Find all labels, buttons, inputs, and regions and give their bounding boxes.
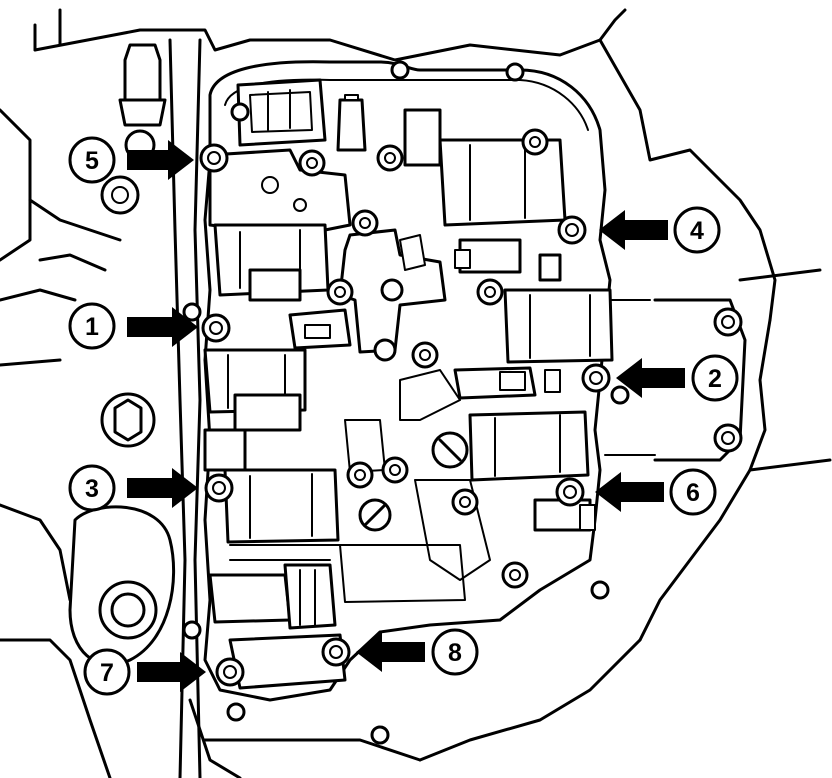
arrow-3	[127, 468, 198, 508]
callout-1-label: 1	[85, 313, 99, 341]
arrow-2	[616, 358, 685, 398]
bolt	[411, 341, 439, 369]
callout-2: 2	[616, 354, 739, 402]
arrow-8	[356, 632, 425, 672]
bolt	[476, 278, 504, 306]
callout-2-label: 2	[708, 365, 722, 393]
arrow-5	[127, 140, 194, 180]
bolt-8	[321, 637, 351, 667]
bolt	[521, 128, 549, 156]
callout-3-label: 3	[85, 475, 99, 503]
arrow-6	[595, 472, 664, 512]
callout-4: 4	[599, 206, 721, 254]
bolt-1	[201, 313, 231, 343]
callout-8-label: 8	[448, 639, 462, 667]
bolt	[298, 149, 326, 177]
callout-6-label: 6	[686, 479, 700, 507]
bolt	[326, 278, 354, 306]
case-bolt-upper-left	[100, 43, 167, 215]
callout-5: 5	[68, 136, 194, 184]
bolt-4	[557, 215, 587, 245]
callout-5-label: 5	[85, 147, 99, 175]
callout-1: 1	[68, 302, 198, 350]
callout-6: 6	[595, 468, 717, 516]
arrow-1	[127, 307, 198, 347]
callout-7-label: 7	[100, 659, 114, 687]
callout-3: 3	[68, 464, 198, 512]
bolt-3	[204, 473, 234, 503]
callout-8: 8	[356, 628, 479, 676]
valve-body	[203, 60, 614, 702]
arrow-7	[137, 652, 206, 692]
valve-body-bolts	[182, 60, 743, 745]
bolt	[501, 561, 529, 589]
bolt-5	[199, 143, 229, 173]
arrow-4	[599, 210, 668, 250]
bolt-7	[215, 657, 245, 687]
bolt	[351, 209, 379, 237]
bolt	[381, 456, 409, 484]
bolt	[451, 488, 479, 516]
bolt	[376, 144, 404, 172]
bolt	[346, 461, 374, 489]
callout-4-label: 4	[690, 217, 704, 245]
case-hex-bolt-left	[100, 392, 156, 448]
callout-7: 7	[83, 648, 206, 696]
bolt-2	[581, 363, 611, 393]
bolt-6	[555, 477, 585, 507]
